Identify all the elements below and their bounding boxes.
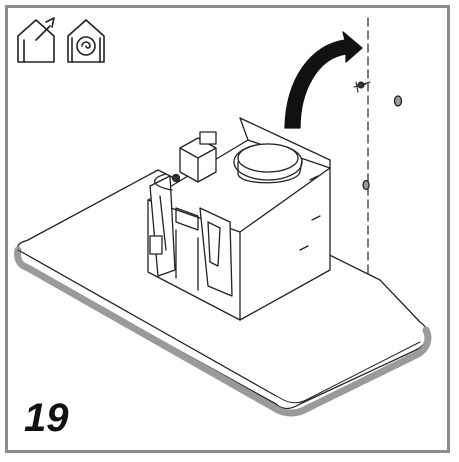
step-number: 19: [24, 396, 69, 440]
wall-anchor-lower: [362, 179, 370, 191]
screw: [353, 81, 371, 93]
rotation-arrow: [284, 31, 363, 129]
wall-anchor-upper: [393, 95, 403, 107]
house-recirculation-icon: [67, 19, 105, 63]
electrical-connector: [154, 131, 217, 191]
fan-outlet: [233, 143, 303, 184]
house-vent-out-icon: [17, 17, 55, 63]
motor-housing: [147, 117, 331, 321]
